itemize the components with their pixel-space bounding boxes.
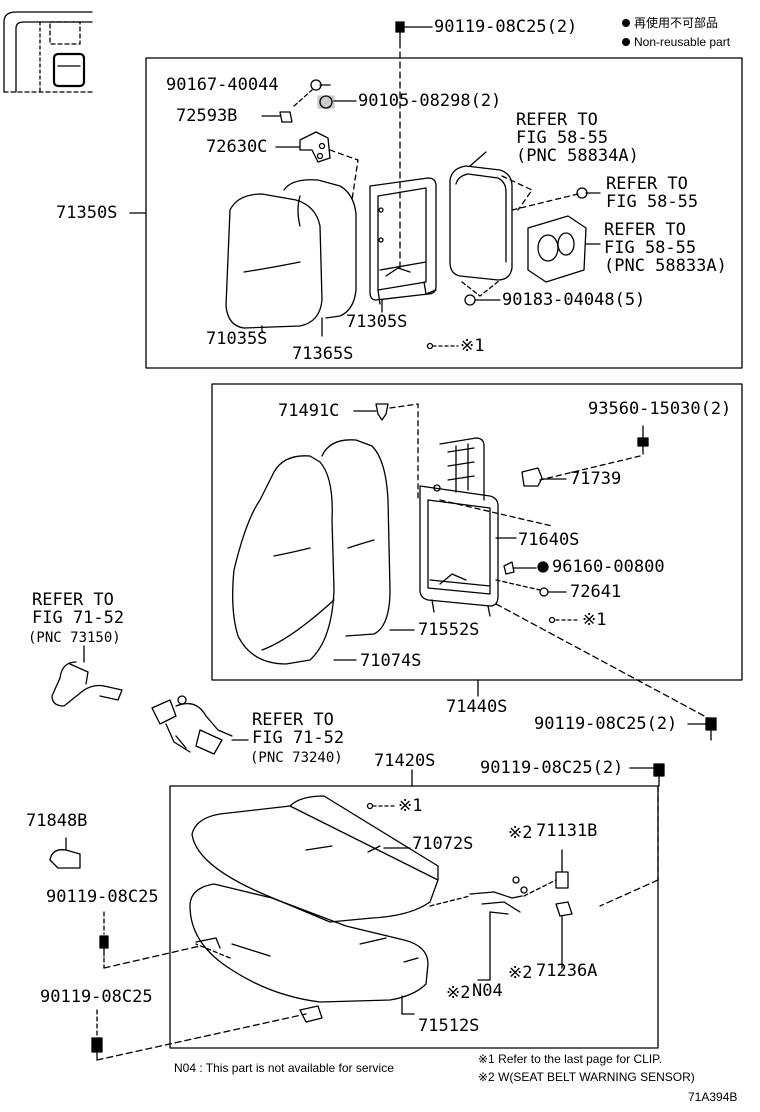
clip-mark: ※1 [460, 336, 485, 356]
group-label-71420S[interactable]: 71420S [374, 751, 436, 771]
part-label[interactable]: 71035S [206, 329, 268, 349]
part-label[interactable]: 71640S [518, 530, 580, 550]
part-label[interactable]: 72593B [176, 106, 238, 126]
bolt-icon [653, 763, 665, 787]
group-label-71350S[interactable]: 71350S [56, 203, 118, 223]
clip-mark: ※1 [398, 796, 423, 816]
group-label-71440S[interactable]: 71440S [446, 697, 508, 717]
legend-non-reusable-en: Non-reusable part [634, 35, 731, 49]
part-label[interactable]: 71072S [412, 834, 474, 854]
refer-line: REFER TO [516, 110, 598, 130]
bolt-icon [91, 1037, 103, 1061]
part-label[interactable]: 71739 [570, 469, 622, 489]
refer-line: (PNC 73150) [28, 630, 121, 646]
refer-line[interactable]: FIG 58-55 [604, 238, 697, 258]
part-label[interactable]: 93560-15030(2) [588, 399, 732, 419]
part-label[interactable]: 71552S [418, 620, 480, 640]
part-label[interactable]: 71305S [346, 312, 408, 332]
part-label[interactable]: 72630C [206, 137, 268, 157]
part-label[interactable]: 90105-08298(2) [358, 91, 502, 111]
footnote-sensor: ※2 W(SEAT BELT WARNING SENSOR) [478, 1070, 695, 1084]
refer-line[interactable]: FIG 58-55 [606, 192, 699, 212]
sensor-mark: ※2 [508, 963, 533, 983]
refer-line: REFER TO [32, 590, 114, 610]
part-label[interactable]: 71236A [536, 961, 598, 981]
non-reusable-dot-icon [622, 38, 630, 46]
part-label[interactable]: 90119-08C25(2) [534, 714, 678, 734]
bolt-icon [705, 717, 717, 741]
refer-line: (PNC 58833A) [604, 256, 727, 276]
seatback-lower-box [211, 383, 743, 681]
refer-line[interactable]: FIG 71-52 [32, 608, 125, 628]
part-label[interactable]: 71491C [278, 401, 340, 421]
bolt-icon [637, 437, 649, 455]
part-label[interactable]: 90183-04048(5) [502, 290, 646, 310]
refer-line: REFER TO [252, 710, 334, 730]
bolt-icon [395, 21, 405, 43]
part-label[interactable]: 71365S [292, 344, 354, 364]
part-label[interactable]: 90119-08C25 [40, 987, 153, 1007]
part-label[interactable]: 72641 [570, 582, 622, 602]
refer-line: (PNC 73240) [250, 750, 343, 766]
figure-code: 71A394B [688, 1090, 738, 1104]
part-label[interactable]: 90119-08C25(2) [434, 17, 578, 37]
footnote-n04: N04 : This part is not available for ser… [174, 1061, 394, 1075]
sensor-mark: ※2 [508, 823, 533, 843]
part-label[interactable]: 71074S [360, 651, 422, 671]
non-reusable-dot-icon [622, 19, 630, 27]
part-label[interactable]: 90167-40044 [166, 75, 279, 95]
clip-mark: ※1 [582, 610, 607, 630]
screw-icon [576, 187, 601, 199]
vehicle-locator-icon [3, 11, 93, 93]
refer-line: REFER TO [604, 220, 686, 240]
cushion-box [169, 785, 659, 1049]
refer-line: REFER TO [606, 174, 688, 194]
sensor-mark: ※2 [446, 983, 471, 1003]
refer-line: (PNC 58834A) [516, 146, 639, 166]
refer-line[interactable]: FIG 58-55 [516, 128, 609, 148]
part-label[interactable]: 90119-08C25(2) [480, 758, 624, 778]
part-label[interactable]: 90119-08C25 [46, 887, 159, 907]
part-label[interactable]: N04 [472, 981, 503, 1001]
part-label[interactable]: 71512S [418, 1016, 480, 1036]
footnote-clip: ※1 Refer to the last page for CLIP. [478, 1052, 662, 1066]
part-label[interactable]: 71131B [536, 821, 598, 841]
part-label[interactable]: 96160-00800 [552, 557, 665, 577]
part-label[interactable]: 71848B [26, 811, 88, 831]
bolt-icon [99, 935, 109, 957]
legend-non-reusable-ja: 再使用不可部品 [634, 16, 719, 30]
refer-line[interactable]: FIG 71-52 [252, 728, 345, 748]
